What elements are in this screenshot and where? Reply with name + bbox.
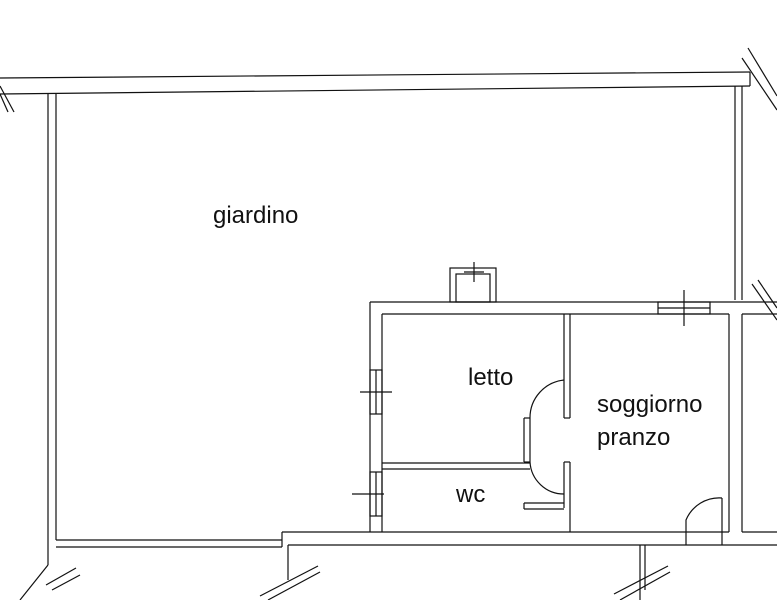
apartment-outer-walls — [259, 301, 777, 600]
right-garden-wall — [734, 86, 777, 321]
entrance-door — [685, 497, 723, 545]
room-label-giardino: giardino — [213, 202, 299, 229]
top-boundary-wall — [0, 47, 777, 113]
wc-door — [529, 461, 565, 495]
room-label-pranzo: pranzo — [597, 424, 671, 451]
room-label-soggiorno: soggiorno — [597, 391, 703, 418]
room-label-letto: letto — [468, 364, 514, 391]
bedroom-door — [523, 379, 565, 463]
wc-window — [352, 471, 384, 517]
chimney — [449, 262, 497, 303]
room-label-wc: wc — [456, 481, 486, 508]
living-room-window — [657, 290, 711, 326]
bedroom-window — [360, 369, 392, 415]
left-garden-wall — [19, 94, 282, 600]
interior-walls — [382, 314, 571, 532]
